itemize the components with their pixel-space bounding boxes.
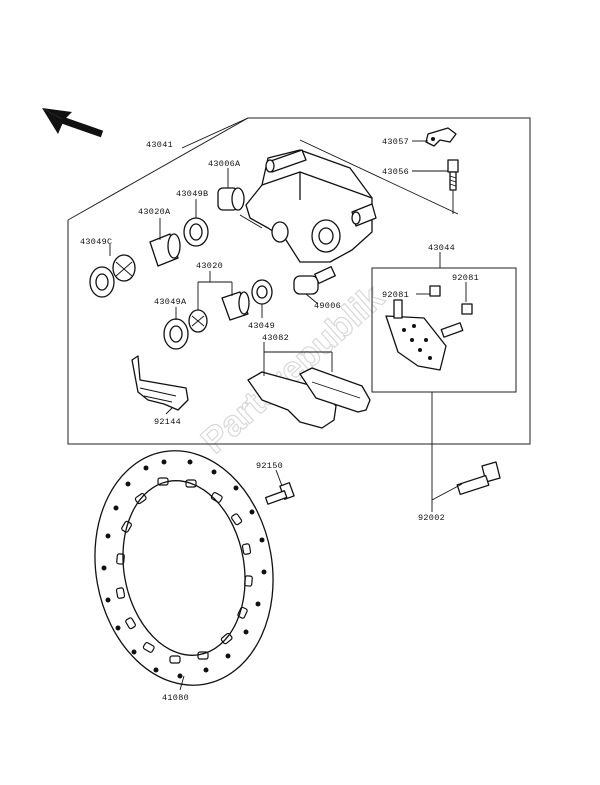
brake-disc (94, 450, 274, 686)
label-92081-right: 92081 (452, 273, 479, 283)
label-43049C: 43049C (80, 237, 112, 247)
part-92081-spring (429, 285, 473, 315)
leader-lines (109, 117, 467, 691)
label-49006: 49006 (314, 301, 341, 311)
part-43049A (163, 318, 189, 350)
part-43057 (425, 127, 457, 147)
label-43044: 43044 (428, 243, 455, 253)
label-43049A: 43049A (154, 297, 187, 307)
label-43082: 43082 (262, 333, 289, 343)
label-43049: 43049 (248, 321, 275, 331)
label-43020: 43020 (196, 261, 223, 271)
caliper-body (245, 149, 377, 263)
direction-arrow-icon (42, 108, 104, 138)
label-41080: 41080 (162, 693, 189, 703)
label-43057: 43057 (382, 137, 409, 147)
part-49006 (293, 266, 336, 295)
part-92150-bolt (264, 482, 295, 505)
part-43049 (251, 279, 273, 305)
label-92002: 92002 (418, 513, 445, 523)
label-92144: 92144 (154, 417, 181, 427)
part-43049C-seal (89, 266, 115, 298)
label-43041: 43041 (146, 140, 173, 150)
part-43082-pads (247, 367, 371, 429)
watermark: Partsrepublik (193, 276, 392, 461)
label-43056: 43056 (382, 167, 409, 177)
part-43020A (149, 233, 181, 267)
part-43006A (217, 187, 245, 211)
part-92144-spring (131, 355, 189, 411)
part-43020-seal (188, 309, 208, 333)
pad-holder-frame (371, 267, 517, 393)
label-43049B: 43049B (176, 189, 208, 199)
part-43056 (447, 159, 459, 191)
part-43049C (112, 254, 136, 282)
label-92150: 92150 (256, 461, 283, 471)
label-43006A: 43006A (208, 159, 241, 169)
part-43020 (221, 291, 250, 321)
part-92002-bolt (456, 461, 501, 496)
label-92081-left: 92081 (382, 290, 409, 300)
label-43020A: 43020A (138, 207, 171, 217)
part-43049B (183, 217, 209, 247)
part-43044-holder (385, 299, 464, 371)
caliper-assembly-frame (67, 117, 531, 445)
